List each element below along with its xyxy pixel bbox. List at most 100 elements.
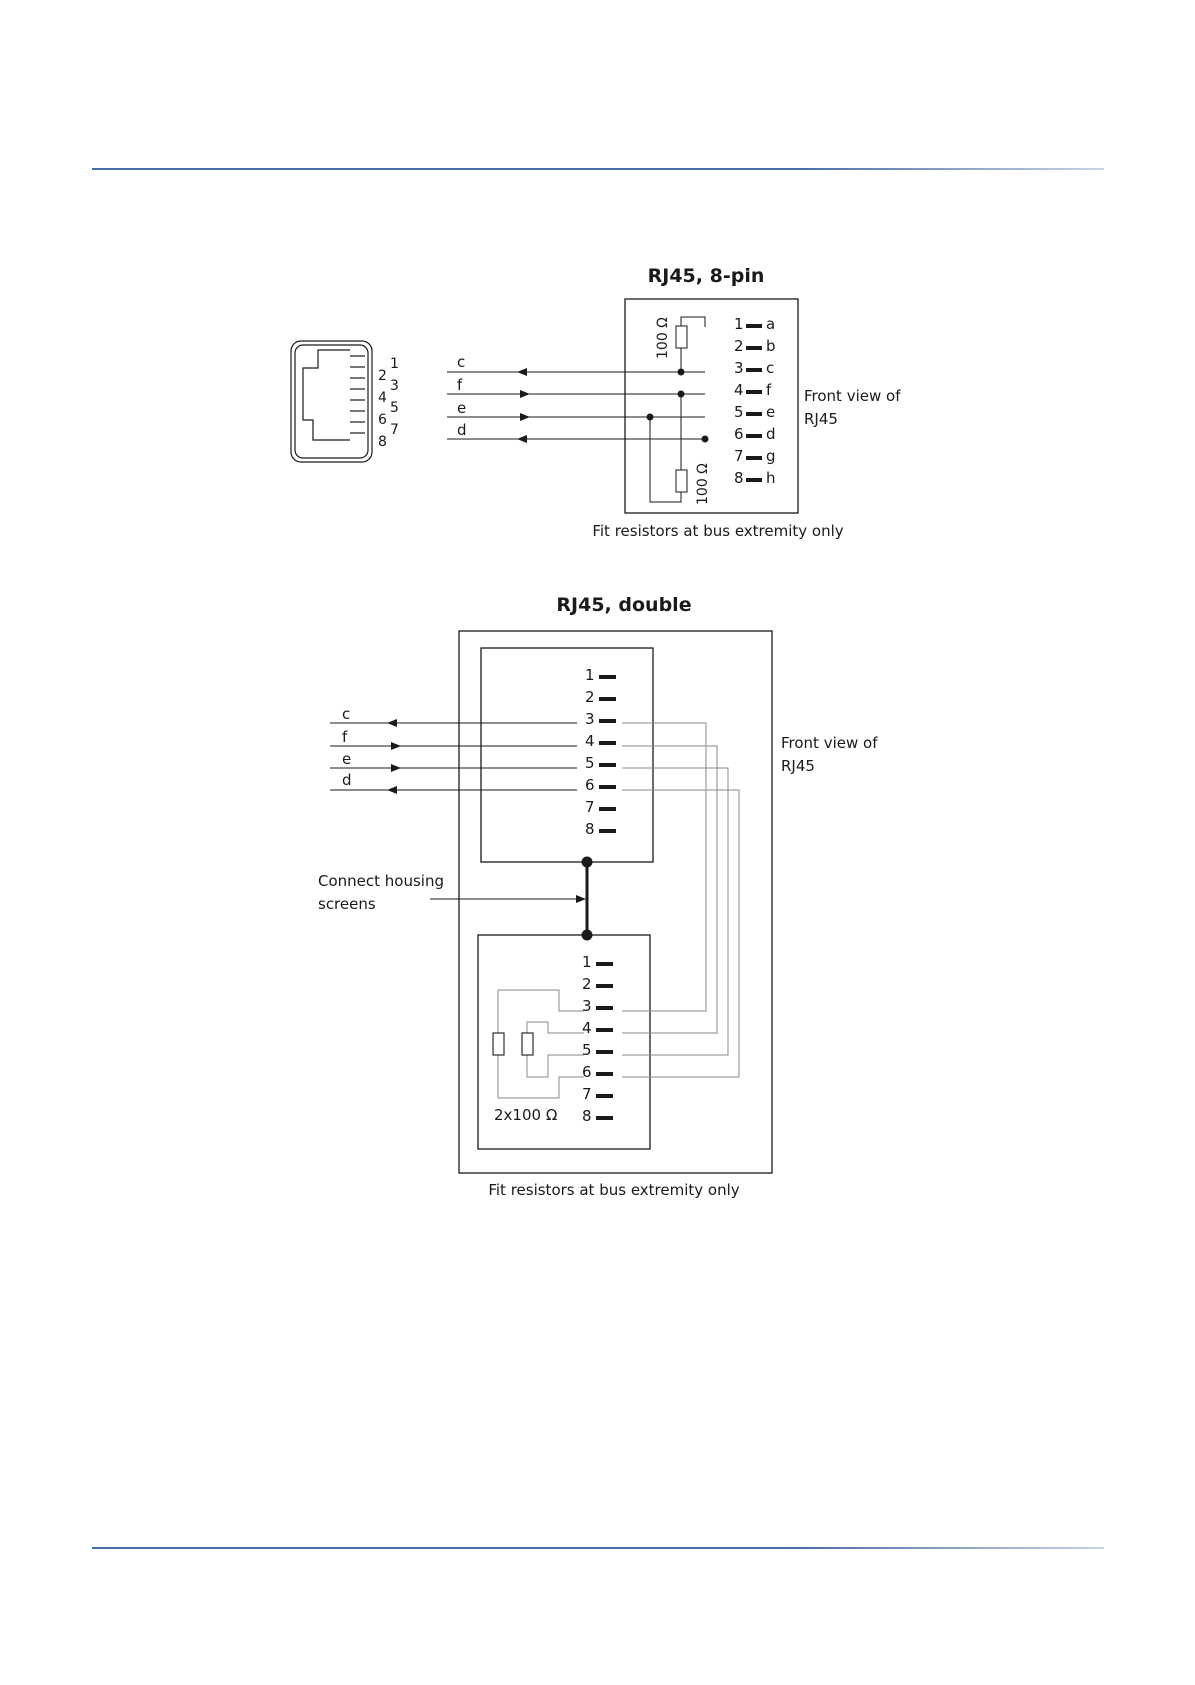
resistor-b	[522, 1033, 533, 1055]
arrow2-d	[387, 786, 397, 794]
signal-c: c	[457, 353, 465, 371]
connect-housing-label-1: Connect housing	[318, 872, 444, 890]
signal2-d: d	[342, 771, 352, 789]
plug-num-1: 1	[390, 356, 399, 372]
jack-pin-signal: f	[766, 381, 772, 399]
diagram-rj45-8pin: RJ45, 8-pin 2 4 6 8 1 3 5 7	[291, 265, 901, 540]
cross-wiring	[622, 723, 739, 1077]
jack-pin-signal: d	[766, 425, 776, 443]
double-pin-number: 2	[585, 688, 595, 706]
arrow2-e	[391, 764, 401, 772]
lower-jack-pin-list: 12345678	[582, 953, 613, 1125]
double-pin-number: 6	[582, 1063, 592, 1081]
resistor-top-label: 100 Ω	[655, 317, 671, 359]
jack-pin-number: 3	[734, 359, 744, 377]
plug-num-8: 8	[378, 434, 387, 450]
double-pin-contact	[596, 1072, 613, 1076]
double-pin-number: 1	[585, 666, 595, 684]
connect-housing-label-2: screens	[318, 895, 376, 913]
jack-pin-contact	[746, 456, 762, 460]
junction-dots	[647, 369, 709, 443]
double-pin-number: 7	[585, 798, 595, 816]
double-pin-number: 1	[582, 953, 592, 971]
signal2-c: c	[342, 705, 350, 723]
jack-pin-number: 5	[734, 403, 744, 421]
signal-arrows	[517, 368, 530, 443]
plug-num-2: 2	[378, 368, 387, 384]
jack-pin-number: 7	[734, 447, 744, 465]
signal-f: f	[457, 376, 463, 394]
diagram1-title: RJ45, 8-pin	[648, 265, 765, 287]
double-pin-contact	[596, 1050, 613, 1054]
rj45-plug-icon	[291, 341, 372, 462]
diagram-rj45-double: RJ45, double Connect housing screens	[318, 594, 878, 1199]
double-pin-contact	[599, 675, 616, 679]
double-pin-contact	[599, 807, 616, 811]
jack-pin-number: 1	[734, 315, 744, 333]
jack-pin-signal: c	[766, 359, 774, 377]
diagram2-title: RJ45, double	[556, 594, 691, 616]
double-pin-number: 4	[582, 1019, 592, 1037]
double-pin-number: 7	[582, 1085, 592, 1103]
front-view2-label-1: Front view of	[781, 734, 878, 752]
double-pin-number: 8	[582, 1107, 592, 1125]
plug-num-4: 4	[378, 390, 387, 406]
jack-pin-contact	[746, 368, 762, 372]
jack-pin-contact	[746, 390, 762, 394]
arrow-e	[520, 413, 530, 421]
double-pin-number: 2	[582, 975, 592, 993]
jack-pin-contact	[746, 324, 762, 328]
arrow2-c	[387, 719, 397, 727]
double-signal-arrows	[387, 719, 401, 794]
front-view-label-1: Front view of	[804, 387, 901, 405]
double-pin-contact	[599, 741, 616, 745]
jack-pin-signal: a	[766, 315, 775, 333]
arrow-d	[517, 435, 527, 443]
resistor-bottom-label: 100 Ω	[695, 463, 711, 505]
double-pin-contact	[596, 1006, 613, 1010]
diagram2-note: Fit resistors at bus extremity only	[488, 1181, 739, 1199]
plug-num-5: 5	[390, 400, 399, 416]
double-pin-contact	[596, 984, 613, 988]
double-pin-contact	[599, 719, 616, 723]
double-jack-outer	[459, 631, 772, 1173]
double-pin-contact	[596, 962, 613, 966]
front-view2-label-2: RJ45	[781, 757, 815, 775]
signal-e: e	[457, 399, 466, 417]
jack-pin-number: 6	[734, 425, 744, 443]
double-resistor-network	[498, 990, 584, 1098]
jack-pin-contact	[746, 346, 762, 350]
front-view-label-2: RJ45	[804, 410, 838, 428]
double-pin-contact	[599, 763, 616, 767]
double-pin-number: 5	[585, 754, 595, 772]
jack-pin-contact	[746, 478, 762, 482]
signal2-f: f	[342, 728, 348, 746]
plug-num-3: 3	[390, 378, 399, 394]
jack-pin-number: 2	[734, 337, 744, 355]
upper-jack-box	[481, 648, 653, 862]
plug-num-6: 6	[378, 412, 387, 428]
signal-d: d	[457, 421, 467, 439]
double-pin-number: 6	[585, 776, 595, 794]
diagram1-note: Fit resistors at bus extremity only	[592, 522, 843, 540]
arrow-c	[517, 368, 527, 376]
jack-pin-signal: e	[766, 403, 775, 421]
jack-pin-number: 8	[734, 469, 744, 487]
double-pin-contact	[596, 1094, 613, 1098]
jack-pin-signal: h	[766, 469, 776, 487]
resistors-label: 2x100 Ω	[494, 1106, 557, 1124]
double-pin-number: 3	[585, 710, 595, 728]
double-pin-number: 4	[585, 732, 595, 750]
jack-pin-contact	[746, 412, 762, 416]
plug-num-7: 7	[390, 422, 399, 438]
double-pin-contact	[596, 1116, 613, 1120]
arrow-f	[520, 390, 530, 398]
double-pin-number: 5	[582, 1041, 592, 1059]
jack-pin-contact	[746, 434, 762, 438]
arrow2-f	[391, 742, 401, 750]
jack-pin-signal: b	[766, 337, 776, 355]
